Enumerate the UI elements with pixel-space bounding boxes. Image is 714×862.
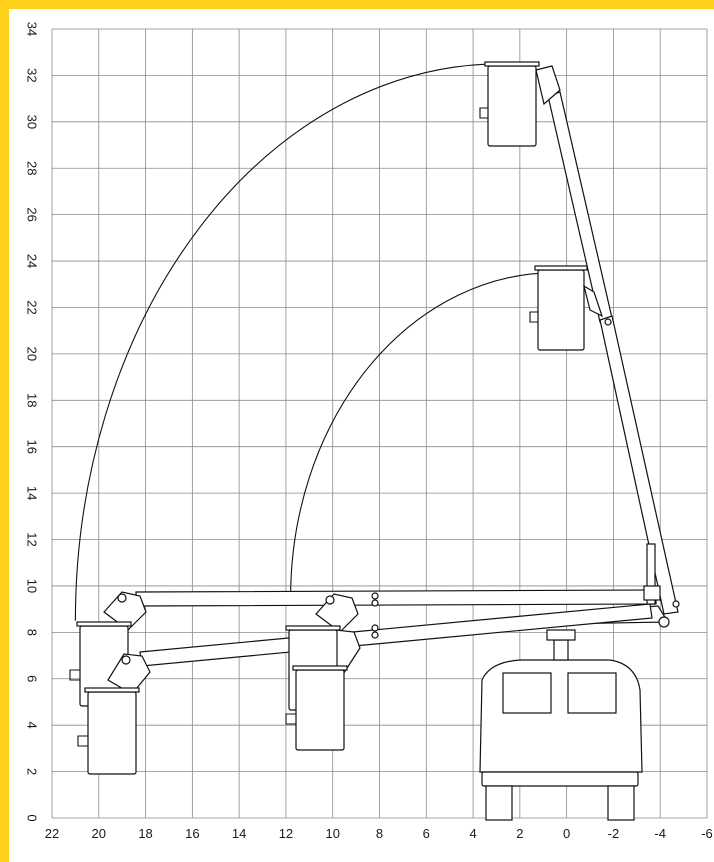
boom-pin-upper-a (371, 592, 379, 600)
basket-far-upper-handle (69, 669, 80, 681)
boom-pin-lower-a (371, 624, 379, 632)
boom-horizontal-lower (77, 603, 653, 775)
x-tick-label: 22 (45, 826, 59, 841)
boom-upright-mid (529, 265, 604, 351)
basket-mid-rail (534, 265, 588, 271)
reach-envelopes (74, 63, 555, 621)
truck-rear-view (479, 605, 670, 821)
y-tick-label: 14 (25, 486, 40, 500)
x-tick-label: 4 (469, 826, 476, 841)
basket-mid-bracket (583, 284, 604, 318)
basket-mid-handle (529, 311, 538, 323)
y-tick-label: 8 (25, 629, 40, 636)
boom-mid-outreach (285, 592, 379, 751)
y-tick-label: 4 (25, 722, 40, 729)
boom-horizontal-upper-segment (135, 589, 657, 607)
rear-cylinder (643, 543, 680, 608)
y-tick-label: 18 (25, 393, 40, 407)
y-tick-label: 28 (25, 161, 40, 175)
truck-window-left (502, 672, 552, 714)
x-tick-label: 2 (516, 826, 523, 841)
y-tick-label: 30 (25, 115, 40, 129)
y-tick-label: 20 (25, 347, 40, 361)
y-tick-label: 26 (25, 207, 40, 221)
mid-outreach-pin-upper (325, 595, 335, 605)
y-tick-label: 2 (25, 768, 40, 775)
boom-pin-upper-b (371, 599, 379, 607)
basket-mid-outreach-handle (285, 713, 296, 725)
turret-base (546, 629, 576, 641)
y-tick-label: 16 (25, 439, 40, 453)
x-tick-label: 12 (279, 826, 293, 841)
truck-window-right (567, 672, 617, 714)
boom-joint (604, 318, 612, 326)
truck-bumper (481, 771, 639, 787)
reach-envelope-arc (74, 63, 502, 621)
basket-high-rail (484, 61, 540, 67)
x-tick-label: -4 (654, 826, 666, 841)
x-tick-label: 18 (138, 826, 152, 841)
x-tick-label: -6 (701, 826, 713, 841)
basket-far-upper-rail (76, 621, 132, 627)
boom-horizontal-lower-pin (121, 655, 131, 665)
truck-wheel-left (485, 785, 513, 821)
turret-pivot (658, 616, 670, 628)
boom-pin-lower-b (371, 631, 379, 639)
basket-mid-outreach-upper-rail (285, 625, 341, 631)
basket-mid-outreach-lower (295, 669, 345, 751)
yellow-frame-top (0, 0, 714, 9)
boom-horizontal-upper-pin (117, 593, 127, 603)
x-tick-label: 0 (563, 826, 570, 841)
rear-cylinder-body (646, 543, 656, 605)
truck-wheel-right (607, 785, 635, 821)
x-tick-label: 6 (423, 826, 430, 841)
boom-horizontal-upper (69, 589, 657, 707)
basket-far-lower (87, 691, 137, 775)
boom-upright-high (479, 61, 679, 615)
y-tick-label: 0 (25, 814, 40, 821)
y-tick-label: 10 (25, 579, 40, 593)
reach-envelope-arc (290, 272, 555, 598)
x-tick-label: -2 (608, 826, 620, 841)
basket-bracket (535, 65, 561, 106)
x-tick-label: 10 (325, 826, 339, 841)
turret-post (553, 639, 569, 661)
basket-far-lower-handle (77, 735, 88, 747)
boom-lower-segment (599, 315, 679, 615)
y-tick-label: 22 (25, 300, 40, 314)
y-tick-label: 34 (25, 22, 40, 36)
x-tick-label: 16 (185, 826, 199, 841)
basket-far-lower-rail (84, 687, 140, 693)
y-tick-label: 24 (25, 254, 40, 268)
rear-pivot (672, 600, 680, 608)
y-tick-label: 12 (25, 532, 40, 546)
basket-high (487, 65, 537, 147)
basket-mid (537, 269, 585, 351)
x-tick-label: 8 (376, 826, 383, 841)
x-tick-label: 20 (92, 826, 106, 841)
rear-cylinder-head (643, 585, 661, 601)
x-tick-label: 14 (232, 826, 246, 841)
y-tick-label: 6 (25, 675, 40, 682)
basket-mid-outreach-lower-rail (292, 665, 348, 671)
basket-high-handle (479, 107, 488, 119)
y-tick-label: 32 (25, 68, 40, 82)
yellow-frame-left (0, 0, 9, 862)
